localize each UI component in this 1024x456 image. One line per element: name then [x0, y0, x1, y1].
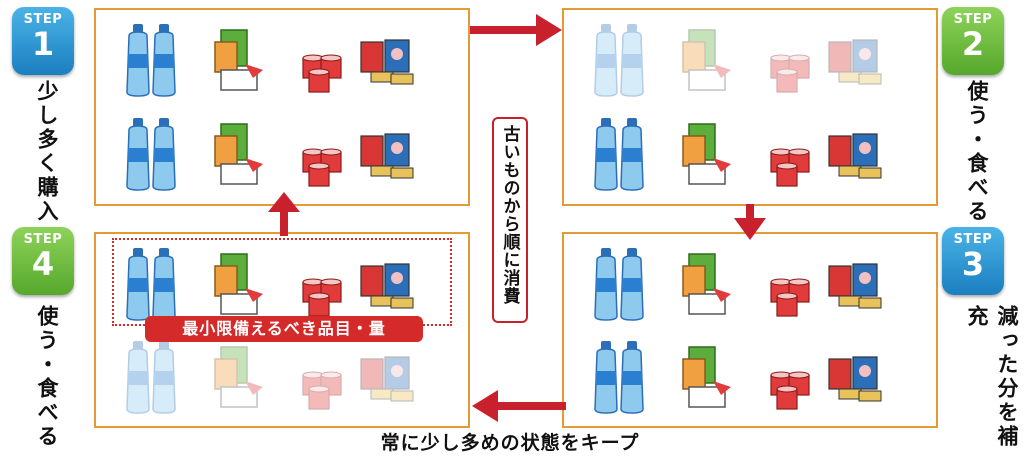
step-1-label: 少し多く購入 [35, 80, 59, 224]
canned-food-icon [360, 39, 414, 85]
step-4-number: 4 [31, 245, 55, 283]
water-bottle-icon [152, 24, 176, 97]
supply-row-panel-1 [126, 118, 414, 191]
red-can-icon [770, 278, 810, 317]
canned-food-icon [828, 263, 882, 309]
retort-pouch-icon [682, 253, 731, 315]
arrow-right-top [470, 14, 562, 46]
red-can-icon [302, 54, 342, 93]
water-bottle-icon [620, 118, 644, 191]
water-bottle-icon [126, 118, 150, 191]
step-4-badge: STEP 4 [12, 227, 74, 295]
water-bottle-icon [594, 341, 618, 414]
supply-row-panel-4 [126, 248, 414, 321]
step-1-badge: STEP 1 [12, 7, 74, 75]
step-1-word: STEP [23, 12, 63, 27]
water-bottle-icon [594, 118, 618, 191]
retort-pouch-icon [214, 253, 263, 315]
bottom-caption: 常に少し多めの状態をキープ [380, 432, 640, 454]
step-2-badge: STEP 2 [942, 7, 1004, 75]
supply-row-panel-3 [594, 248, 882, 321]
water-bottle-icon [594, 24, 618, 97]
red-can-icon [302, 148, 342, 187]
supply-row-panel-4 [126, 341, 414, 414]
step-4-label: 使う・食べる [35, 305, 59, 449]
arrow-down-right [734, 204, 766, 240]
water-bottle-icon [620, 24, 644, 97]
step-2-number: 2 [961, 25, 985, 63]
canned-food-icon [828, 133, 882, 179]
water-bottle-icon [126, 341, 150, 414]
water-bottle-icon [620, 248, 644, 321]
supply-row-panel-3 [594, 341, 882, 414]
center-consume-box: 古いものから順に消費 [492, 117, 528, 323]
step-2-word: STEP [953, 12, 993, 27]
minimum-items-highlight [112, 238, 452, 326]
red-can-icon [770, 148, 810, 187]
canned-food-icon [828, 39, 882, 85]
canned-food-icon [360, 263, 414, 309]
retort-pouch-icon [682, 29, 731, 91]
step-4-word: STEP [23, 232, 63, 247]
water-bottle-icon [620, 341, 644, 414]
water-bottle-icon [594, 248, 618, 321]
minimum-items-label: 最小限備えるべき品目・量 [145, 316, 423, 342]
red-can-icon [302, 371, 342, 410]
canned-food-icon [828, 356, 882, 402]
supply-row-panel-1 [126, 24, 414, 97]
step-1-number: 1 [31, 25, 55, 63]
retort-pouch-icon [214, 346, 263, 408]
retort-pouch-icon [214, 123, 263, 185]
retort-pouch-icon [682, 123, 731, 185]
water-bottle-icon [152, 341, 176, 414]
red-can-icon [770, 371, 810, 410]
canned-food-icon [360, 356, 414, 402]
arrow-left-bottom [472, 390, 566, 422]
step-3-word: STEP [953, 232, 993, 247]
canned-food-icon [360, 133, 414, 179]
retort-pouch-icon [214, 29, 263, 91]
step-3-number: 3 [961, 245, 985, 283]
step-3-label: 減った分を補充 [965, 305, 1019, 449]
step-3-badge: STEP 3 [942, 227, 1004, 295]
supply-row-panel-2 [594, 118, 882, 191]
center-consume-label: 古いものから順に消費 [499, 125, 520, 305]
supply-row-panel-2 [594, 24, 882, 97]
red-can-icon [770, 54, 810, 93]
step-2-label: 使う・食べる [965, 80, 989, 224]
water-bottle-icon [126, 248, 150, 321]
water-bottle-icon [126, 24, 150, 97]
red-can-icon [302, 278, 342, 317]
retort-pouch-icon [682, 346, 731, 408]
arrow-up-left [268, 192, 300, 236]
water-bottle-icon [152, 118, 176, 191]
